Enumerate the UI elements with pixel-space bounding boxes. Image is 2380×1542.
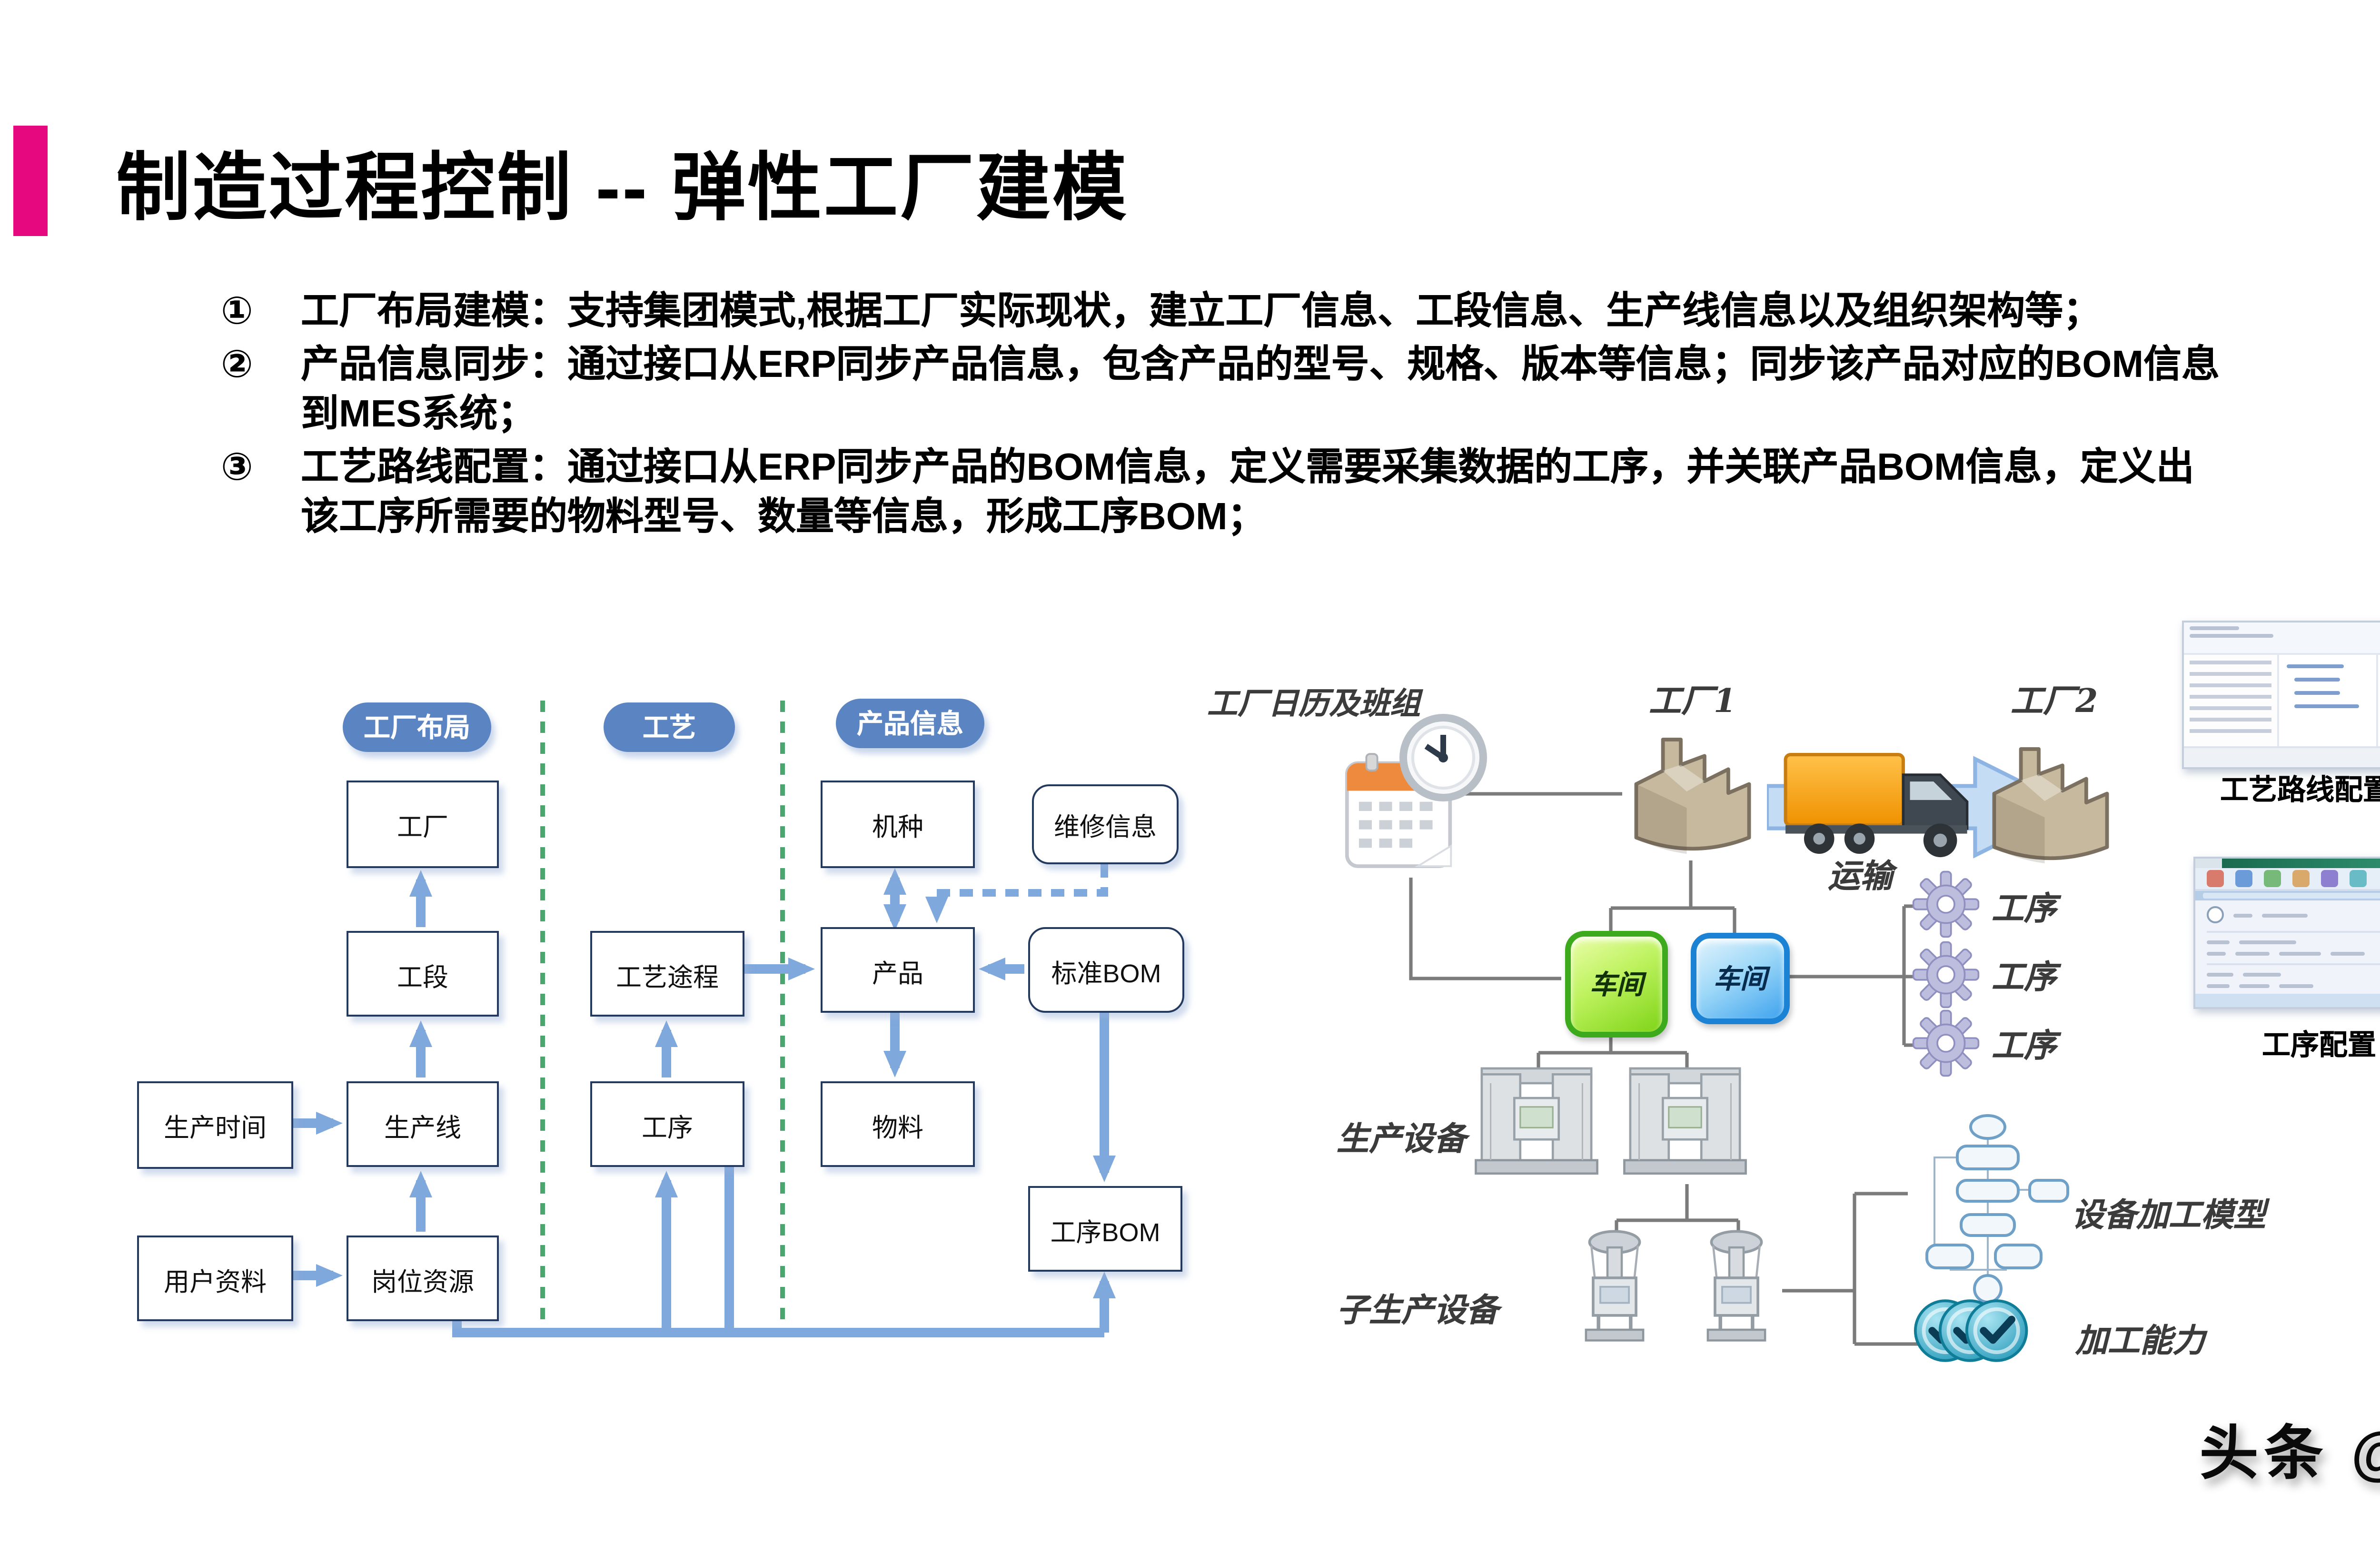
link-panel xyxy=(2279,655,2378,746)
routing-config-caption: 工艺路线配置 xyxy=(2220,775,2380,807)
gear-icon xyxy=(1912,941,1980,1008)
node-model: 机种 xyxy=(821,781,975,868)
node-user-data: 用户资料 xyxy=(137,1236,293,1321)
node-repair-info: 维修信息 xyxy=(1032,784,1179,864)
factory2-label: 工厂2 xyxy=(2011,683,2098,722)
pill-process: 工艺 xyxy=(604,702,735,752)
table-panel xyxy=(2378,655,2380,746)
bullet-text: 工艺路线配置：通过接口从ERP同步产品的BOM信息，定义需要采集数据的工序，并关… xyxy=(301,446,2194,539)
routing-config-window xyxy=(2182,621,2380,769)
node-product: 产品 xyxy=(821,927,975,1013)
clock-icon xyxy=(1399,714,1487,801)
sub-machine-icon xyxy=(1585,1230,1645,1342)
tree-panel xyxy=(2184,655,2279,746)
bullet-item: ② 产品信息同步：通过接口从ERP同步产品信息，包含产品的型号、规格、版本等信息… xyxy=(221,340,2239,441)
machining-model-icon xyxy=(1925,1114,2069,1304)
node-op-bom: 工序BOM xyxy=(1028,1186,1182,1272)
bullet-text: 工厂布局建模：支持集团模式,根据工厂实际现状，建立工厂信息、工段信息、生产线信息… xyxy=(301,291,2102,333)
check-coin-icon xyxy=(1964,1299,2028,1362)
truck-icon xyxy=(1784,753,1969,858)
node-material: 物料 xyxy=(821,1081,975,1167)
transport-label: 运输 xyxy=(1828,859,1893,897)
pill-product-info: 产品信息 xyxy=(836,699,984,748)
bullet-item: ③ 工艺路线配置：通过接口从ERP同步产品的BOM信息，定义需要采集数据的工序，… xyxy=(221,443,2239,544)
sub-machine-icon xyxy=(1706,1230,1766,1342)
bullet-text: 产品信息同步：通过接口从ERP同步产品信息，包含产品的型号、规格、版本等信息；同… xyxy=(301,344,2220,436)
machine-icon xyxy=(1623,1067,1747,1175)
gear-icon xyxy=(1912,1009,1980,1077)
bullet-item: ① 工厂布局建模：支持集团模式,根据工厂实际现状，建立工厂信息、工段信息、生产线… xyxy=(221,287,2239,338)
machine-icon xyxy=(1475,1067,1598,1175)
watermark: 头条 @大音智能 xyxy=(2199,1420,2380,1487)
window-footer xyxy=(2184,746,2380,767)
operation-config-window xyxy=(2193,857,2380,1009)
tab-strip xyxy=(2195,891,2380,901)
operation-label: 工序 xyxy=(1992,891,2056,929)
bullet-number: ③ xyxy=(221,446,253,488)
node-prod-time: 生产时间 xyxy=(137,1081,293,1169)
sub-equipment-label: 子生产设备 xyxy=(1337,1293,1498,1331)
operation-label: 工序 xyxy=(1992,959,2056,998)
window-footer xyxy=(2195,994,2380,1007)
operation-config-caption: 工序配置 xyxy=(2262,1030,2377,1062)
node-section: 工段 xyxy=(347,931,499,1017)
accent-bar xyxy=(13,126,48,236)
node-operation: 工序 xyxy=(590,1081,744,1167)
machining-model-label: 设备加工模型 xyxy=(2072,1197,2266,1236)
node-factory: 工厂 xyxy=(347,781,499,868)
factory1-icon xyxy=(1634,738,1751,854)
page-title: 制造过程控制 -- 弹性工厂建模 xyxy=(116,148,1129,230)
factory1-label: 工厂1 xyxy=(1649,683,1736,722)
node-post-resource: 岗位资源 xyxy=(347,1236,499,1321)
pill-factory-layout: 工厂布局 xyxy=(343,702,491,752)
form-area xyxy=(2195,901,2380,994)
window-titlebar xyxy=(2184,623,2380,655)
node-routing: 工艺途程 xyxy=(590,931,744,1017)
calendar-label: 工厂日历及班组 xyxy=(1207,685,1421,722)
window-body xyxy=(2184,655,2380,746)
bullet-number: ② xyxy=(221,344,253,386)
factory2-icon xyxy=(1992,747,2109,864)
bullet-list: ① 工厂布局建模：支持集团模式,根据工厂实际现状，建立工厂信息、工段信息、生产线… xyxy=(221,287,2239,545)
calendar-clock-group xyxy=(1340,712,1504,880)
node-std-bom: 标准BOM xyxy=(1028,927,1184,1013)
operation-label: 工序 xyxy=(1992,1028,2056,1066)
capability-label: 加工能力 xyxy=(2075,1323,2205,1361)
capability-icons xyxy=(1912,1295,2030,1371)
bullet-number: ① xyxy=(221,291,253,333)
workshop-blue: 车间 xyxy=(1691,933,1790,1024)
gear-icon xyxy=(1912,870,1980,938)
window-titlebar xyxy=(2195,859,2380,868)
workshop-green: 车间 xyxy=(1565,931,1668,1038)
prod-equipment-label: 生产设备 xyxy=(1337,1121,1466,1159)
node-prod-line: 生产线 xyxy=(347,1081,499,1167)
window-toolbar xyxy=(2195,867,2380,891)
